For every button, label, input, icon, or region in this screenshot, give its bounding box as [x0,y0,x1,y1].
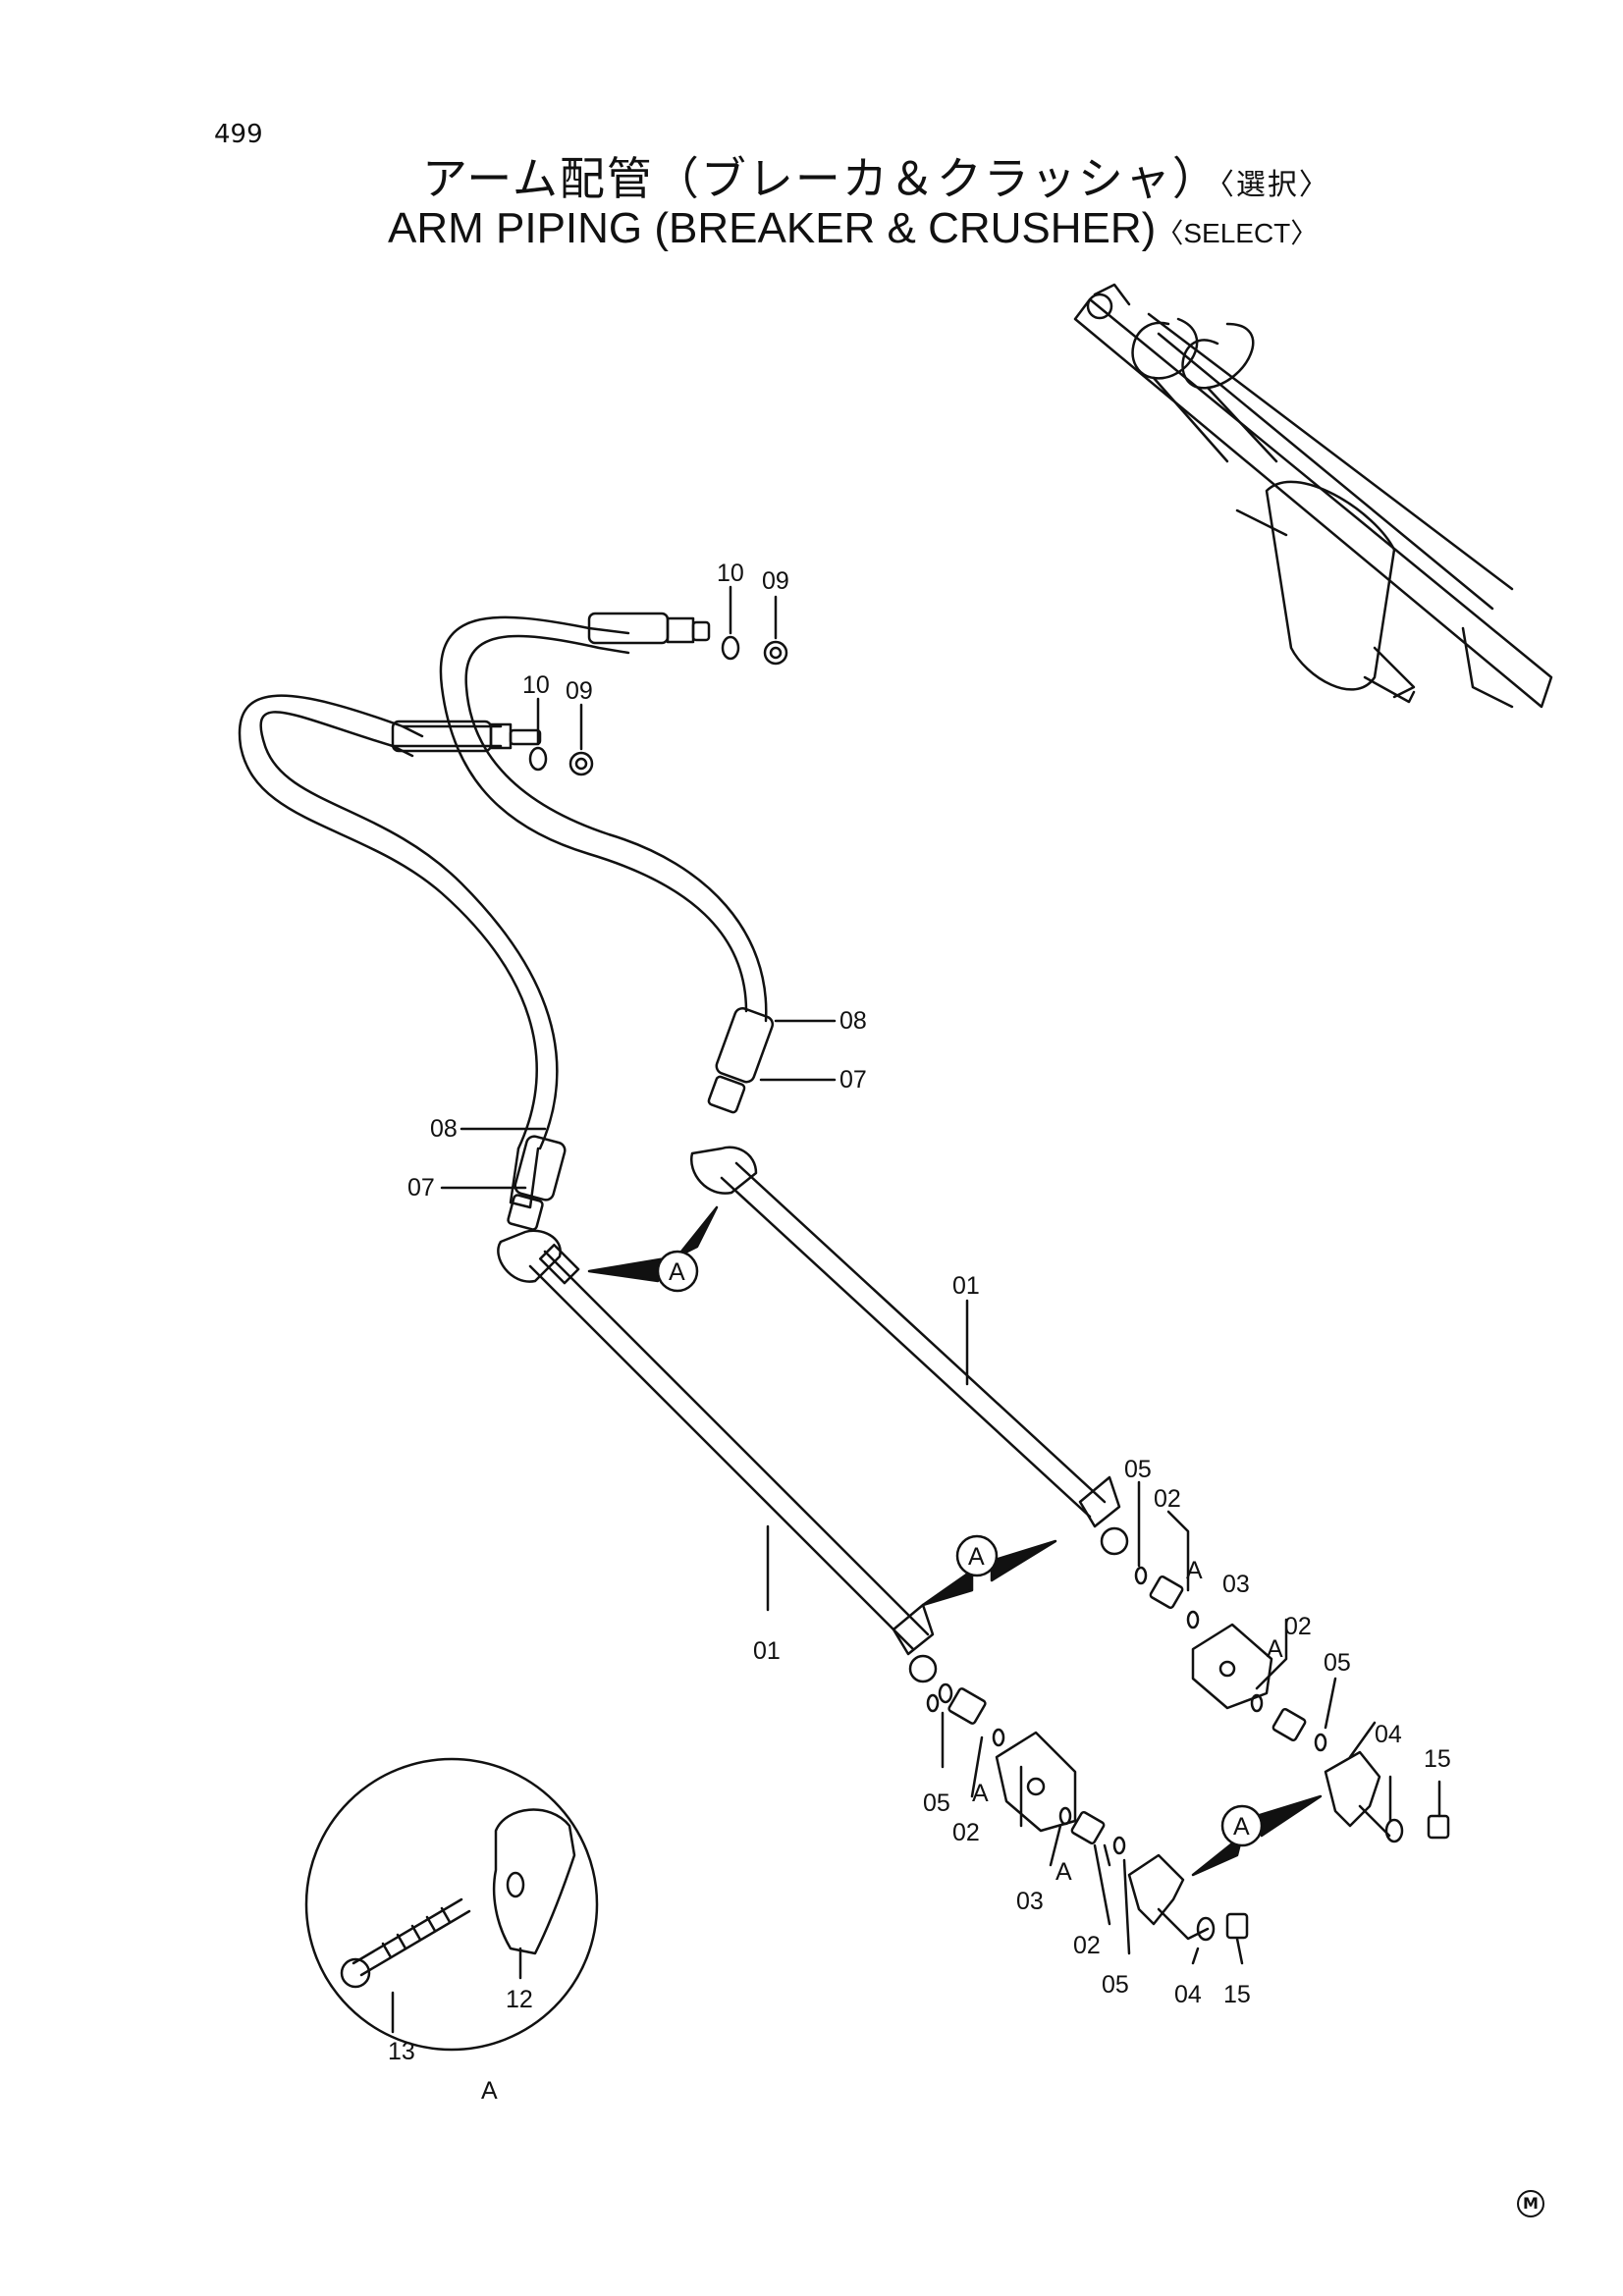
label-a-2: A [1267,1635,1283,1663]
label-13: 13 [388,2038,415,2065]
label-09a: 10 [717,560,744,587]
label-02d: 02 [1073,1932,1101,1959]
title-en-main: ARM PIPING (BREAKER & CRUSHER) [388,204,1157,252]
label-02a: 02 [1154,1485,1181,1513]
callout-letter-1: A [669,1258,685,1286]
callout-a-2 [921,1534,1057,1607]
title-english: ARM PIPING (BREAKER & CRUSHER)〈SELECT〉 [388,204,1318,253]
title-en-select: 〈SELECT〉 [1156,218,1319,248]
label-04b: 04 [1174,1981,1202,2008]
corner-mark: M [1517,2190,1544,2217]
callout-letter-2: A [968,1543,985,1571]
label-05b: 05 [1324,1649,1351,1677]
page-number: 499 [214,120,263,149]
detail-a [304,1757,599,2052]
label-15a: 15 [1424,1745,1451,1773]
label-02c: 02 [952,1819,980,1846]
callout-a-1 [587,1205,719,1293]
label-02b: 02 [1284,1613,1312,1640]
label-10a: 09 [762,567,789,595]
seals [528,635,788,776]
pipe-left [497,1229,938,1683]
label-07a: 07 [839,1066,867,1094]
label-12: 12 [506,1986,533,2013]
arm-thumbnail [1073,283,1553,709]
label-04a: 04 [1375,1721,1402,1748]
label-01a: 01 [952,1272,980,1300]
fittings-lower-left [926,1682,1249,1942]
title-jp-select: 〈選択〉 [1218,168,1330,202]
hose-left [238,694,567,1231]
label-15b: 15 [1223,1981,1251,2008]
part-labels: 10 09 10 09 08 07 08 07 01 01 05 02 A 03… [388,560,1451,2105]
callout-a-3 [1191,1794,1323,1877]
label-08a: 08 [839,1007,867,1035]
fittings-lower-right [1134,1566,1450,1843]
label-a-4: A [1055,1858,1072,1886]
label-09b: 10 [522,671,550,699]
label-05c: 05 [923,1789,950,1817]
label-08b: 08 [430,1115,458,1143]
label-10b: 09 [566,677,593,705]
callout-letters: A A A [669,1258,1250,1841]
label-03b: 03 [1016,1888,1044,1915]
label-03a: 03 [1222,1571,1250,1598]
label-05d: 05 [1102,1971,1129,1999]
label-01b: 01 [753,1637,781,1665]
pipe-right [689,1146,1129,1556]
label-a-3: A [972,1780,989,1807]
title-jp-main: アーム配管（ブレーカ＆クラッシャ） [422,152,1219,205]
label-05a: 05 [1124,1456,1152,1483]
title-japanese: アーム配管（ブレーカ＆クラッシャ）〈選択〉 [422,143,1330,208]
label-07b: 07 [407,1174,435,1201]
callout-letter-3: A [1233,1813,1250,1841]
detail-a-label: A [481,2077,498,2105]
label-a-1: A [1186,1557,1203,1584]
hose-right [439,612,775,1114]
